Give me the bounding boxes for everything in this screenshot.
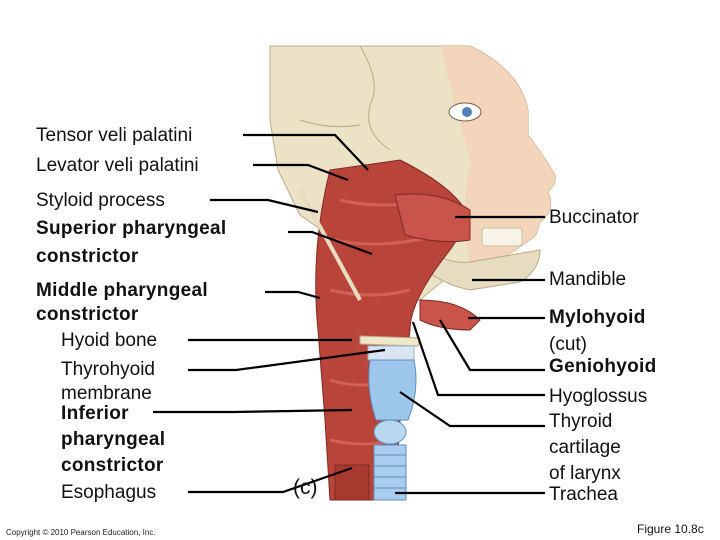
buccinator-muscle — [394, 193, 471, 243]
label-mylohyoid-line2: (cut) — [549, 334, 587, 355]
leader-lines-right — [395, 215, 545, 495]
label-hyoid-bone: Hyoid bone — [61, 330, 158, 351]
trachea-shape — [373, 444, 407, 501]
styloid-process-bone — [298, 189, 362, 301]
label-middle-pharyngeal-line2: constrictor — [36, 304, 139, 325]
leader-lines-left — [153, 133, 386, 494]
leader-levator-veli — [253, 163, 349, 182]
figure-number: Figure 10.8c — [637, 522, 704, 536]
thyroid-cartilage-shape — [368, 359, 417, 421]
iris-shape — [462, 107, 472, 117]
label-tensor-veli-palatini: Tensor veli palatini — [36, 125, 193, 146]
label-styloid-process: Styloid process — [36, 190, 165, 211]
teeth-shape — [481, 227, 523, 247]
label-superior-pharyngeal-line1: Superior pharyngeal — [36, 218, 227, 239]
label-thyroid-line1: Thyroid — [549, 411, 613, 432]
label-inferior-line2: pharyngeal — [61, 429, 166, 450]
pharyngeal-muscles — [315, 159, 471, 501]
leader-esophagus — [188, 466, 353, 494]
label-levator-veli-palatini: Levator veli palatini — [36, 155, 199, 176]
copyright-notice: Copyright © 2010 Pearson Education, Inc. — [6, 528, 156, 537]
skull-suture-2 — [299, 119, 361, 128]
label-middle-pharyngeal-line1: Middle pharyngeal — [36, 280, 208, 301]
label-hyoglossus: Hyoglossus — [549, 386, 648, 407]
panel-letter: (c) — [293, 476, 318, 499]
label-thyrohyoid-line1: Thyrohyoid — [61, 359, 155, 380]
skull-suture — [359, 45, 391, 151]
thyrohyoid-membrane-shape — [367, 345, 415, 361]
label-geniohyoid: Geniohyoid — [549, 356, 657, 377]
floor-of-mouth-muscles — [419, 299, 481, 331]
trachea-rings — [374, 454, 406, 489]
leader-middle-pharyngeal — [265, 290, 321, 300]
leader-geniohyoid — [439, 319, 545, 372]
hyoid-bone-shape — [359, 335, 421, 347]
leader-styloid — [210, 198, 319, 214]
label-mandible: Mandible — [549, 269, 627, 290]
label-superior-pharyngeal-line2: constrictor — [36, 246, 139, 267]
leader-thyrohyoid — [188, 348, 386, 372]
cricoid-shape — [373, 419, 407, 445]
label-buccinator: Buccinator — [549, 207, 639, 228]
label-esophagus: Esophagus — [61, 482, 157, 503]
leader-hyoglossus — [411, 321, 545, 397]
label-trachea: Trachea — [549, 484, 618, 505]
label-thyroid-line2: cartilage — [549, 437, 621, 458]
muscle-fibers — [329, 198, 441, 446]
leader-superior-pharyngeal — [288, 230, 373, 256]
leader-tensor-veli — [243, 133, 369, 171]
esophagus-shape — [334, 464, 370, 501]
leader-inferior — [153, 408, 353, 414]
label-thyrohyoid-line2: membrane — [61, 383, 152, 404]
label-inferior-line3: constrictor — [61, 455, 164, 476]
label-mylohyoid-line1: Mylohyoid — [549, 307, 646, 328]
label-thyroid-line3: of larynx — [549, 463, 621, 484]
label-inferior-line1: Inferior — [61, 403, 129, 424]
face-skin — [440, 46, 556, 262]
leader-thyroid-cartilage — [399, 391, 545, 428]
